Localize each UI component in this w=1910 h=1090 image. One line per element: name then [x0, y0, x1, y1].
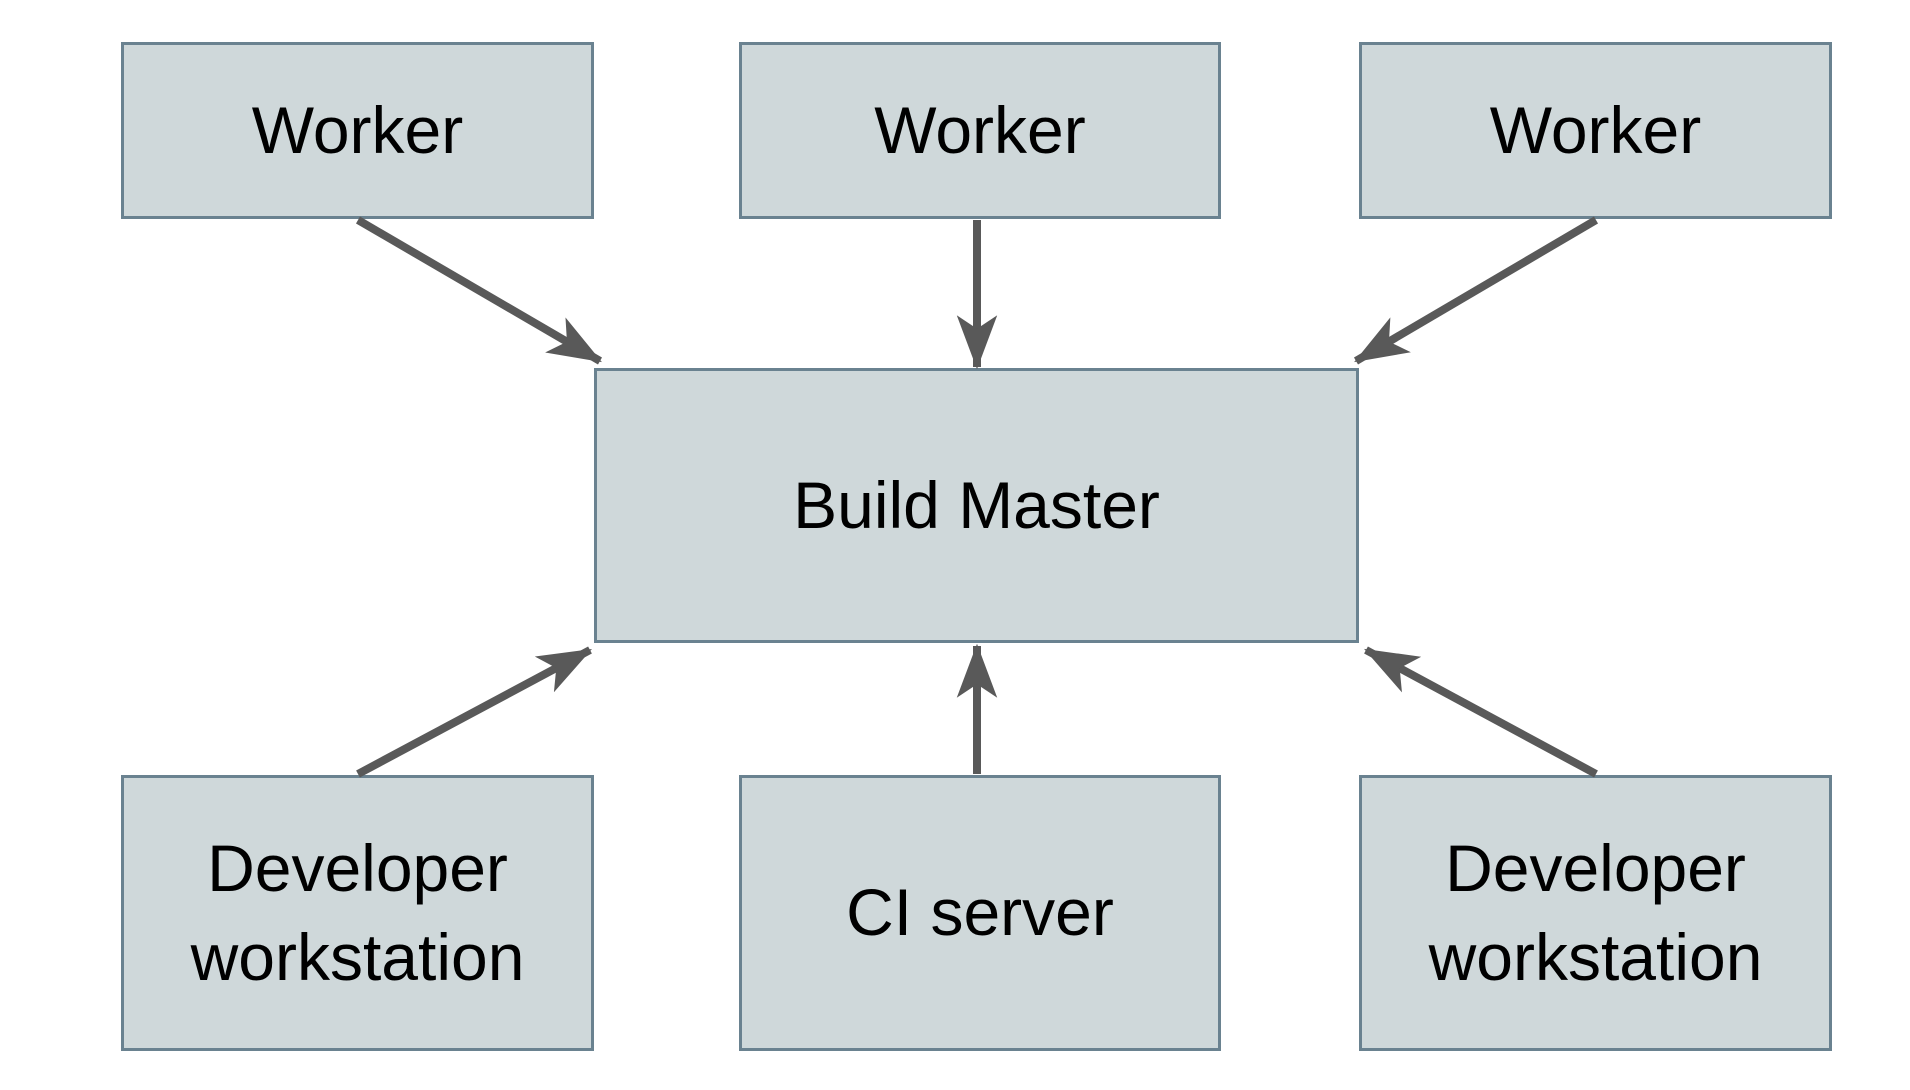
node-developer-workstation-2-label: Developer workstation: [1428, 830, 1763, 994]
node-worker-3-label: Worker: [1489, 92, 1702, 167]
arrow-developer-workstation-1-to-build-master: [356, 646, 592, 778]
node-build-master: Build Master: [594, 368, 1359, 643]
node-worker-2-label: Worker: [874, 92, 1086, 167]
node-ci-server-label: CI server: [846, 875, 1114, 950]
node-worker-1-label: Worker: [251, 92, 464, 167]
node-developer-workstation-2: Developer workstation: [1359, 775, 1832, 1051]
node-developer-workstation-1: Developer workstation: [121, 775, 594, 1051]
node-worker-1: Worker: [121, 42, 594, 219]
node-build-master-label: Build Master: [793, 467, 1160, 542]
arrow-worker-3-to-build-master: [1353, 216, 1599, 365]
node-ci-server: CI server: [739, 775, 1221, 1051]
node-developer-workstation-1-label: Developer workstation: [190, 830, 525, 994]
arrow-worker-1-to-build-master: [355, 216, 603, 365]
arrow-developer-workstation-2-to-build-master: [1364, 646, 1598, 778]
node-worker-3: Worker: [1359, 42, 1832, 219]
node-worker-2: Worker: [739, 42, 1221, 219]
